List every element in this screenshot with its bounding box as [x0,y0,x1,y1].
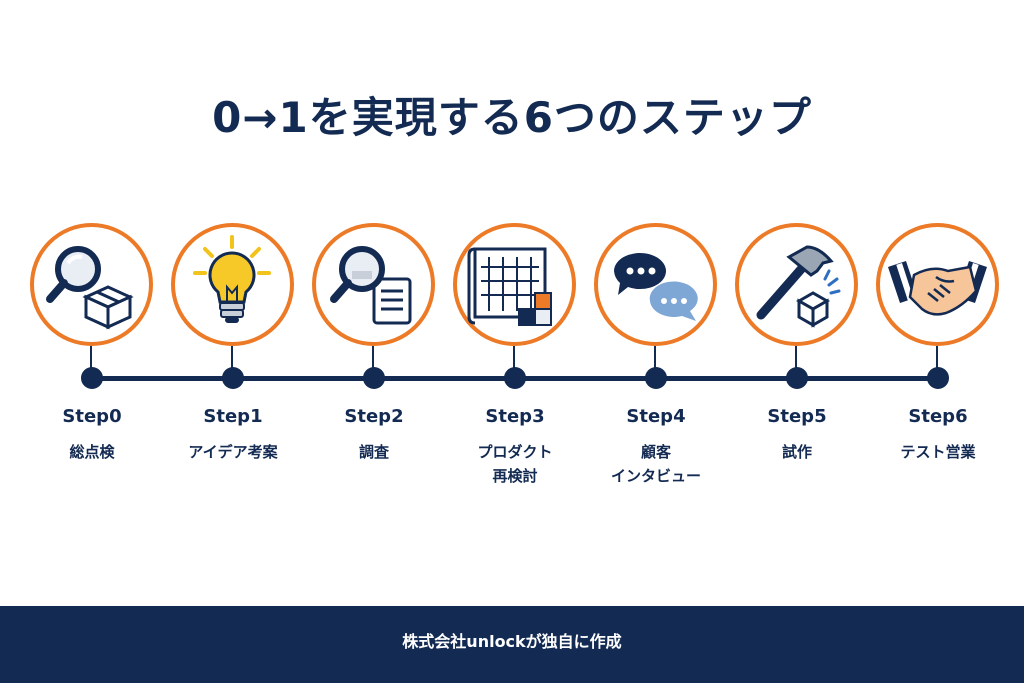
blueprint-blocks-icon [467,247,552,326]
step-2: Step2 調査 [304,0,444,520]
step-1-dot [222,367,244,389]
step-1-icon-circle [171,223,294,346]
step-0-label: Step0 [62,406,122,427]
magnifier-document-icon [330,246,412,325]
footer-bar: 株式会社unlockが独自に作成 [0,606,1024,683]
step-4-label: Step4 [626,406,686,427]
step-3-dot [504,367,526,389]
step-4-connector [654,346,656,370]
step-4: Step4 顧客 インタビュー [586,0,726,520]
step-5-dot [786,367,808,389]
step-4-name: 顧客 インタビュー [610,443,701,485]
step-3-icon-circle [453,223,576,346]
step-4-dot [645,367,667,389]
step-1-connector [231,346,233,370]
step-5-label: Step5 [767,406,827,427]
step-3-label: Step3 [485,406,545,427]
step-2-dot [363,367,385,389]
step-2-icon-circle [312,223,435,346]
step-6-icon-circle [876,223,999,346]
step-6-dot [927,367,949,389]
step-3-name: プロダクト 再検討 [477,443,553,485]
step-0-connector [90,346,92,370]
step-0: Step0 総点検 [22,0,162,520]
step-1: Step1 アイデア考案 [163,0,303,520]
step-6-label: Step6 [908,406,968,427]
step-0-name: 総点検 [69,443,115,461]
step-2-label: Step2 [344,406,404,427]
hammer-cube-icon [756,245,841,328]
step-3: Step3 プロダクト 再検討 [445,0,585,520]
step-1-label: Step1 [203,406,263,427]
lightbulb-icon [193,235,271,323]
step-6-name: テスト営業 [900,443,976,461]
step-1-name: アイデア考案 [188,443,278,461]
step-6-connector [936,346,938,370]
handshake-icon [888,261,987,316]
step-5: Step5 試作 [727,0,867,520]
speech-bubbles-icon [614,253,698,321]
step-2-name: 調査 [358,443,389,461]
step-4-icon-circle [594,223,717,346]
step-6: Step6 テスト営業 [868,0,1008,520]
step-0-icon-circle [30,223,153,346]
step-3-connector [513,346,515,370]
page-title: 0→1を実現する6つのステップ [212,93,812,142]
step-5-connector [795,346,797,370]
footer-text: 株式会社unlockが独自に作成 [402,632,622,651]
step-2-connector [372,346,374,370]
magnifier-box-icon [46,246,134,330]
step-0-dot [81,367,103,389]
step-5-name: 試作 [781,443,812,461]
step-5-icon-circle [735,223,858,346]
